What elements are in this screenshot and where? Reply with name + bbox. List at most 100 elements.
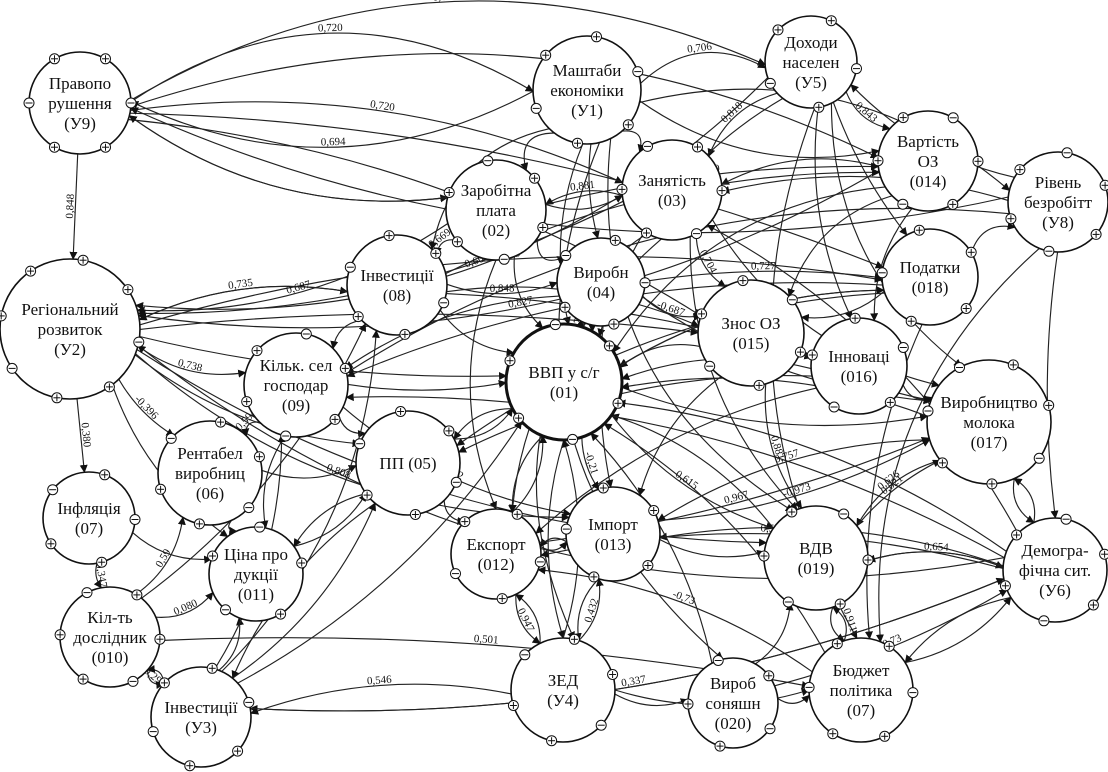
edge-U3-O5 <box>232 502 376 679</box>
positive-port-icon <box>0 310 7 322</box>
edge-O2-O1 <box>513 256 544 329</box>
edge-O4-O9 <box>344 295 560 369</box>
edge-O19-O17 <box>856 459 942 527</box>
positive-port-icon <box>608 318 620 330</box>
node-label: (013) <box>595 535 632 554</box>
node-circle <box>243 332 349 438</box>
node-label: політика <box>830 681 893 700</box>
edge-weight-label: 0,720 <box>318 22 344 35</box>
negative-port-icon <box>764 77 776 89</box>
negative-port-icon <box>344 261 356 273</box>
node-label: Податки <box>900 258 961 277</box>
edge-U4-O12 <box>515 593 541 644</box>
positive-port-icon <box>122 284 134 296</box>
edge-weight-label: 0,967 <box>723 489 750 507</box>
edge-U6-O9 <box>345 393 1005 559</box>
positive-port-icon <box>339 362 351 374</box>
positive-port-icon <box>559 301 571 313</box>
edge-O2-U9 <box>128 115 448 202</box>
edge-O15-O19 <box>764 383 803 509</box>
edge-O12-O13 <box>540 541 568 551</box>
edge-O13-O12 <box>539 537 568 548</box>
node-circle <box>445 159 547 261</box>
positive-port-icon <box>131 589 143 601</box>
edge-U5-O17 <box>830 103 963 367</box>
node-label: Інноваці <box>828 347 890 366</box>
edge-U6-U2 <box>137 345 1005 580</box>
positive-port-icon <box>443 187 455 198</box>
negative-port-icon <box>354 438 366 450</box>
positive-port-icon <box>100 53 111 65</box>
negative-port-icon <box>560 250 572 261</box>
node-label: (У2) <box>54 340 86 359</box>
positive-port-icon <box>361 489 373 501</box>
negative-port-icon <box>595 719 607 731</box>
edge-weight-label: 0,380 <box>78 422 92 448</box>
edge-O3-O2 <box>545 190 623 205</box>
positive-port-icon <box>504 355 516 367</box>
edge-U9-U1 <box>130 32 534 103</box>
ports-layer <box>0 15 1108 772</box>
positive-port-icon <box>99 469 111 481</box>
edge-U8-O3 <box>721 175 1009 201</box>
node-label: (01) <box>550 383 578 402</box>
node-label: Інвестиції <box>164 698 238 717</box>
positive-port-icon <box>232 745 244 757</box>
positive-port-icon <box>546 735 558 747</box>
negative-port-icon <box>254 521 266 533</box>
positive-port-icon <box>100 141 111 153</box>
positive-port-icon <box>879 730 891 742</box>
node-label: рушення <box>48 94 112 113</box>
node-label: розвиток <box>38 320 104 339</box>
positive-port-icon <box>507 700 519 711</box>
node-label: (У3) <box>185 718 217 737</box>
node-label: Кіл-ть <box>87 608 133 627</box>
negative-port-icon <box>280 430 292 442</box>
positive-port-icon <box>753 379 765 391</box>
positive-port-icon <box>794 346 806 358</box>
node-label: дослідник <box>73 628 147 647</box>
negative-port-icon <box>1061 147 1073 159</box>
positive-port-icon <box>207 550 219 562</box>
node-label: Ціна про <box>224 545 288 564</box>
edge-O7a-O11 <box>132 532 213 564</box>
positive-port-icon <box>607 669 619 680</box>
positive-port-icon <box>1005 213 1017 225</box>
negative-port-icon <box>907 687 919 699</box>
positive-port-icon <box>77 673 89 685</box>
positive-port-icon <box>296 557 308 569</box>
node-circle <box>504 322 624 442</box>
positive-port-icon <box>884 396 896 408</box>
edge-U1-O3 <box>621 130 646 153</box>
negative-port-icon <box>125 97 137 109</box>
node-circle <box>150 666 252 768</box>
node-label: безробітт <box>1024 193 1093 212</box>
node-o15: Знос ОЗ(015) <box>697 279 805 387</box>
node-label: ОЗ <box>918 152 939 171</box>
node-label: плата <box>476 201 516 220</box>
positive-port-icon <box>193 518 205 530</box>
node-label: Рентабел <box>177 444 243 463</box>
negative-port-icon <box>712 655 724 666</box>
positive-port-icon <box>947 198 959 210</box>
node-u6: Демогра-фічна сит.(У6) <box>1002 517 1108 623</box>
node-label: (016) <box>841 367 878 386</box>
edge-weight-label: 0,821 <box>879 473 906 498</box>
positive-port-icon <box>603 340 615 352</box>
edge-O14-O15 <box>787 195 893 297</box>
edge-O8-O4 <box>446 281 558 295</box>
positive-port-icon <box>154 633 166 645</box>
negative-port-icon <box>81 587 93 599</box>
edge-U2-O8 <box>139 285 349 321</box>
node-label: Виробн <box>573 263 628 282</box>
edge-O16-O12 <box>535 387 817 534</box>
edge-weight-label: 0,727 <box>751 260 776 272</box>
positive-port-icon <box>1014 164 1026 176</box>
edge-U5-O14 <box>845 91 891 132</box>
positive-port-icon <box>275 608 287 620</box>
edge-U4-U3 <box>250 683 512 715</box>
node-label: Кільк. сел <box>260 356 333 375</box>
